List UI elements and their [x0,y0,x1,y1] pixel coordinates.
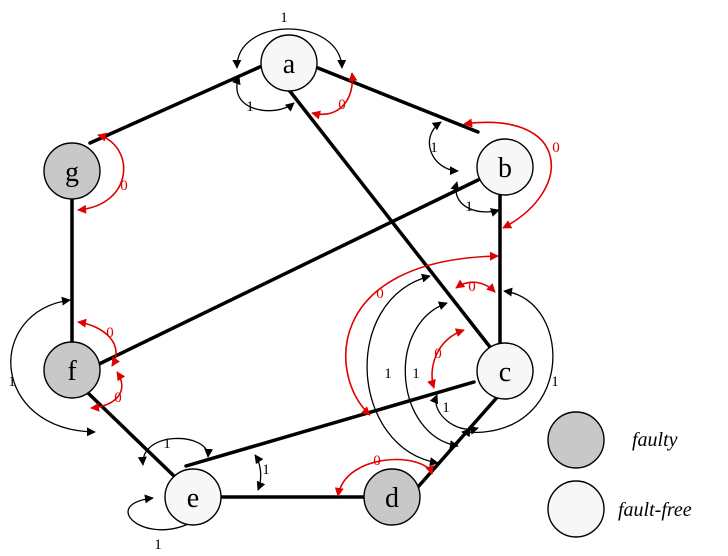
test-arc-f-left [10,296,96,437]
test-arc-c-mid [427,328,465,389]
node-g: g [43,142,101,200]
node-label: e [187,483,199,514]
edge-a-c [287,88,492,349]
edge-a-g [88,64,264,145]
test-label: 0 [373,453,381,469]
node-label: b [498,153,512,184]
node-e: e [164,468,222,526]
tests-result-0 [77,72,552,497]
test-label: 1 [412,366,420,382]
test-arc-b-outer [463,118,552,229]
test-label: 0 [114,390,122,406]
node-label: c [499,357,511,388]
test-arc-e-top [137,437,214,466]
test-label: 0 [434,346,442,362]
test-label: 0 [338,97,346,113]
test-arc-a-b [311,72,358,120]
edge-b-f [93,178,480,368]
node-d: d [363,468,421,526]
test-label: 1 [154,537,162,553]
test-label: 1 [551,374,559,390]
test-label: 1 [163,436,171,452]
test-arc-f-lower [90,371,126,412]
test-label: 1 [465,199,473,215]
graph-edges [70,64,502,499]
test-arc-c-right [461,287,554,438]
test-label: 1 [280,10,288,26]
test-label: 0 [120,178,128,194]
legend-swatch-fault-free [547,480,605,538]
test-arc-c-outer-left [366,273,439,467]
legend-item-faulty: faulty [547,411,678,469]
test-label: 0 [376,286,384,302]
test-label: 0 [468,279,476,295]
node-label: d [385,483,399,514]
test-label: 1 [8,374,16,390]
test-labels: 1 1 1 1 1 1 1 1 1 1 1 1 0 0 0 0 0 0 0 0 … [8,10,560,553]
node-a: a [260,34,318,92]
test-label: 1 [246,99,254,115]
edge-e-f [86,391,176,478]
test-arc-f-upper [77,318,121,367]
edge-c-e [184,380,476,468]
node-b: b [476,138,534,196]
test-arc-e-right [254,454,266,491]
test-arc-c-outer [345,251,499,416]
legend: faulty fault-free [547,411,692,538]
test-arc-g [77,132,125,214]
test-arc-c-top [455,279,496,293]
node-c: c [476,342,534,400]
test-label: 0 [106,325,114,341]
node-label: a [283,49,296,80]
legend-label-faulty: faulty [632,429,678,451]
test-label: 0 [552,140,560,156]
legend-label-fault-free: fault-free [618,499,692,521]
node-f: f [43,341,101,399]
test-label: 1 [262,462,270,478]
test-arc-d [334,458,434,497]
test-label: 1 [442,400,450,416]
node-label: f [67,356,77,387]
test-arc-b-upper [428,121,459,176]
node-label: g [65,157,79,188]
legend-item-fault-free: fault-free [547,480,692,538]
test-label: 1 [384,366,392,382]
test-arc-a-inner [232,75,295,112]
test-arc-a-loop [232,28,347,69]
test-label: 1 [430,140,438,156]
legend-swatch-faulty [547,411,605,469]
